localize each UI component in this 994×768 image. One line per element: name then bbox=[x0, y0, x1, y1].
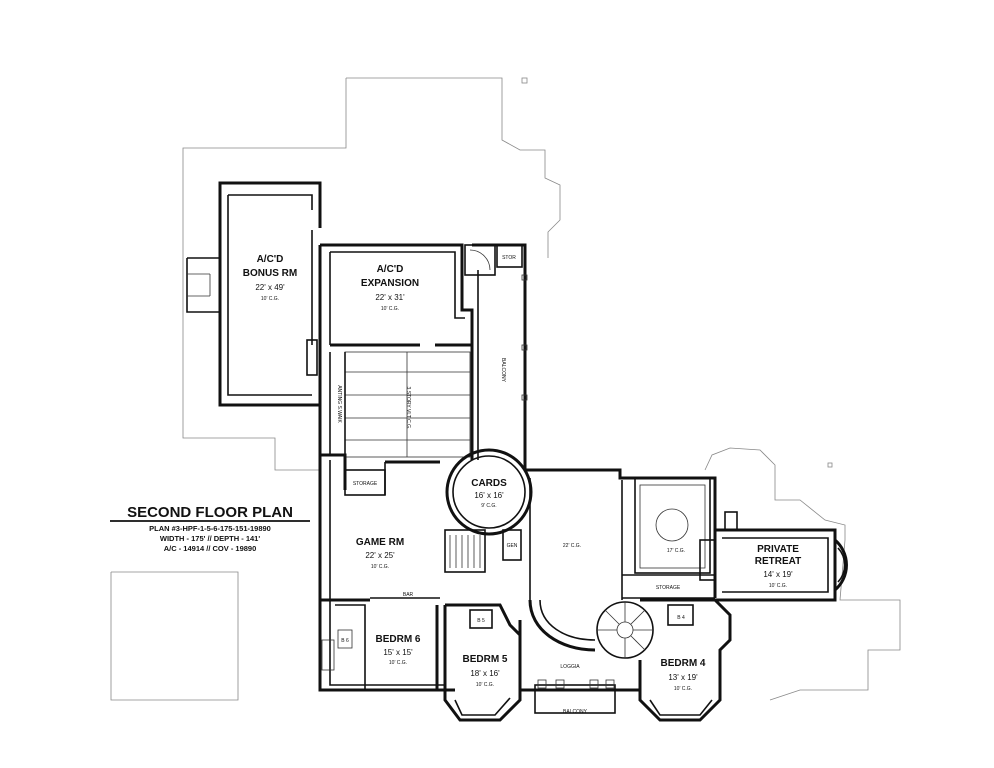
bedroom-4-walls bbox=[638, 598, 732, 722]
bedrm5-dims: 18' x 16' bbox=[470, 669, 500, 678]
plan-title: SECOND FLOOR PLAN bbox=[127, 504, 293, 521]
cards-ceiling: 9' C.G. bbox=[481, 503, 496, 509]
ceiling-17-label: 17' C.G. bbox=[667, 548, 685, 554]
spiral-stair bbox=[596, 601, 654, 659]
expansion-room-walls bbox=[318, 243, 474, 455]
bonus-room-walls bbox=[186, 181, 322, 407]
plan-info-line-3: A/C - 14914 // COV - 19890 bbox=[164, 544, 257, 553]
private-retreat-label: PRIVATE RETREAT 14' x 19' 10' C.G. bbox=[755, 544, 801, 589]
vault-area bbox=[329, 350, 474, 460]
bedrm6-dims: 15' x 15' bbox=[383, 648, 413, 657]
bedrm4-name: BEDRM 4 bbox=[660, 658, 705, 669]
bedrm4-ceiling: 10' C.G. bbox=[674, 686, 692, 692]
bath-4-label: B 4 bbox=[677, 615, 685, 621]
cards-dims: 16' x 16' bbox=[474, 491, 504, 500]
bonus-dims: 22' x 49' bbox=[255, 283, 285, 292]
retreat-ceiling: 10' C.G. bbox=[769, 583, 787, 589]
bath-5-label: B 5 bbox=[477, 618, 485, 624]
expansion-name-1: A/C'D bbox=[377, 264, 404, 275]
bedrm6-name: BEDRM 6 bbox=[375, 634, 420, 645]
bedroom-6-walls bbox=[321, 604, 439, 690]
bedroom-5-label: BEDRM 5 18' x 16' 10' C.G. bbox=[462, 654, 507, 688]
bedroom-6-label: BEDRM 6 15' x 15' 10' C.G. bbox=[375, 634, 420, 666]
plan-info-line-1: PLAN #3-HPF-1-5-6-175-151-19890 bbox=[149, 524, 271, 533]
cards-room bbox=[445, 448, 533, 536]
game-room-label: GAME RM 22' x 25' 10' C.G. bbox=[356, 537, 404, 570]
title-block: SECOND FLOOR PLAN PLAN #3-HPF-1-5-6-175-… bbox=[110, 504, 310, 553]
expansion-name-2: EXPANSION bbox=[361, 278, 419, 289]
bedrm5-ceiling: 10' C.G. bbox=[476, 682, 494, 688]
bar-label: BAR bbox=[403, 592, 414, 598]
roof-outline bbox=[110, 77, 901, 701]
gen-label: GEN bbox=[507, 543, 518, 549]
bonus-room-label: A/C'D BONUS RM 22' x 49' 10' C.G. bbox=[243, 254, 297, 302]
ceiling-22-label: 22' C.G. bbox=[563, 543, 581, 549]
bath-6-label: B 6 bbox=[341, 638, 349, 644]
bedrm6-ceiling: 10' C.G. bbox=[389, 660, 407, 666]
bonus-name-2: BONUS RM bbox=[243, 268, 297, 279]
expansion-dims: 22' x 31' bbox=[375, 293, 405, 302]
game-name: GAME RM bbox=[356, 537, 404, 548]
bedroom-5-walls bbox=[443, 603, 522, 722]
bedrm5-name: BEDRM 5 bbox=[462, 654, 507, 665]
main-lower-walls bbox=[318, 453, 717, 692]
expansion-ceiling: 10' C.G. bbox=[381, 306, 399, 312]
gallery-loggia bbox=[518, 599, 642, 714]
bonus-name-1: A/C'D bbox=[257, 254, 284, 265]
bonus-ceiling: 10' C.G. bbox=[261, 296, 279, 302]
lower-balcony-label: BALCONY bbox=[563, 709, 588, 715]
upper-balcony-label: BALCONY bbox=[500, 358, 506, 383]
walkway-label: ANTING S.WAIK bbox=[336, 385, 342, 423]
game-stair bbox=[444, 529, 522, 573]
retreat-dims: 14' x 19' bbox=[763, 570, 793, 579]
bedroom-4-label: BEDRM 4 13' x 19' 10' C.G. bbox=[660, 658, 705, 692]
expansion-room-label: A/C'D EXPANSION 22' x 31' 10' C.G. bbox=[361, 264, 419, 312]
private-retreat-walls bbox=[715, 511, 848, 602]
loggia-label: LOGGIA bbox=[560, 664, 580, 670]
vault-label: 3 STORY VLT C.G. bbox=[405, 387, 411, 430]
cards-name: CARDS bbox=[471, 478, 507, 489]
game-dims: 22' x 25' bbox=[365, 551, 395, 560]
stor-label: STOR bbox=[502, 255, 516, 261]
cards-room-label: CARDS 16' x 16' 9' C.G. bbox=[471, 478, 507, 509]
game-ceiling: 10' C.G. bbox=[371, 564, 389, 570]
bedrm4-dims: 13' x 19' bbox=[668, 673, 698, 682]
upper-balcony bbox=[464, 243, 528, 470]
storage-label-1: STORAGE bbox=[353, 481, 378, 487]
plan-info-line-2: WIDTH - 175' // DEPTH - 141' bbox=[160, 534, 260, 543]
retreat-name-2: RETREAT bbox=[755, 556, 801, 567]
storage-label-2: STORAGE bbox=[656, 585, 681, 591]
retreat-name-1: PRIVATE bbox=[757, 544, 799, 555]
